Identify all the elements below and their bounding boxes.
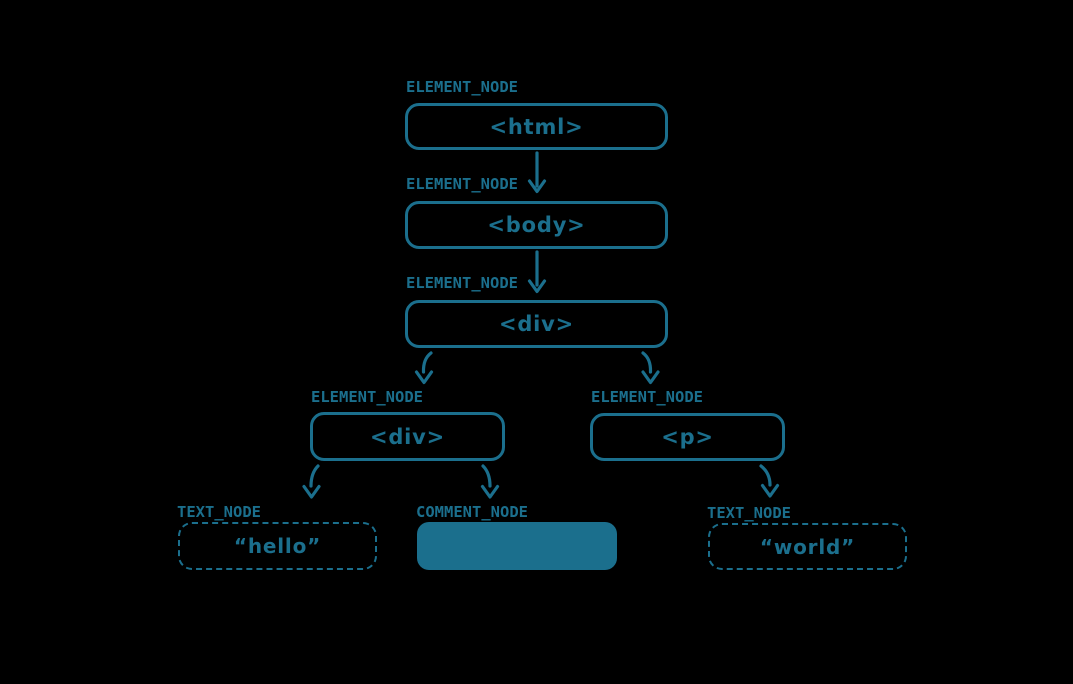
node-type-label-div-child: ELEMENT_NODE [311,388,423,406]
arrow-div-to-p [641,351,660,385]
node-box-text-hello: “hello” [178,522,377,570]
node-type-label-text-hello: TEXT_NODE [177,503,261,521]
node-box-text-world: “world” [708,523,907,570]
arrow-html-to-body [527,151,547,194]
node-type-label-div-parent: ELEMENT_NODE [406,274,518,292]
node-type-label-html: ELEMENT_NODE [406,78,518,96]
arrow-div-to-div-child [414,351,434,385]
arrow-p-to-text-world [759,464,780,498]
arrow-div-child-to-text-hello [302,464,321,499]
node-type-label-comment: COMMENT_NODE [416,503,528,521]
arrow-body-to-div [527,250,547,294]
node-type-label-text-world: TEXT_NODE [707,504,791,522]
node-box-body: <body> [405,201,668,249]
node-box-div-parent: <div> [405,300,668,348]
node-type-label-p: ELEMENT_NODE [591,388,703,406]
node-box-comment [417,522,617,570]
node-type-label-body: ELEMENT_NODE [406,175,518,193]
node-box-html: <html> [405,103,668,150]
node-box-div-child: <div> [310,412,505,461]
arrow-div-child-to-comment [480,464,500,499]
node-box-p: <p> [590,413,785,461]
